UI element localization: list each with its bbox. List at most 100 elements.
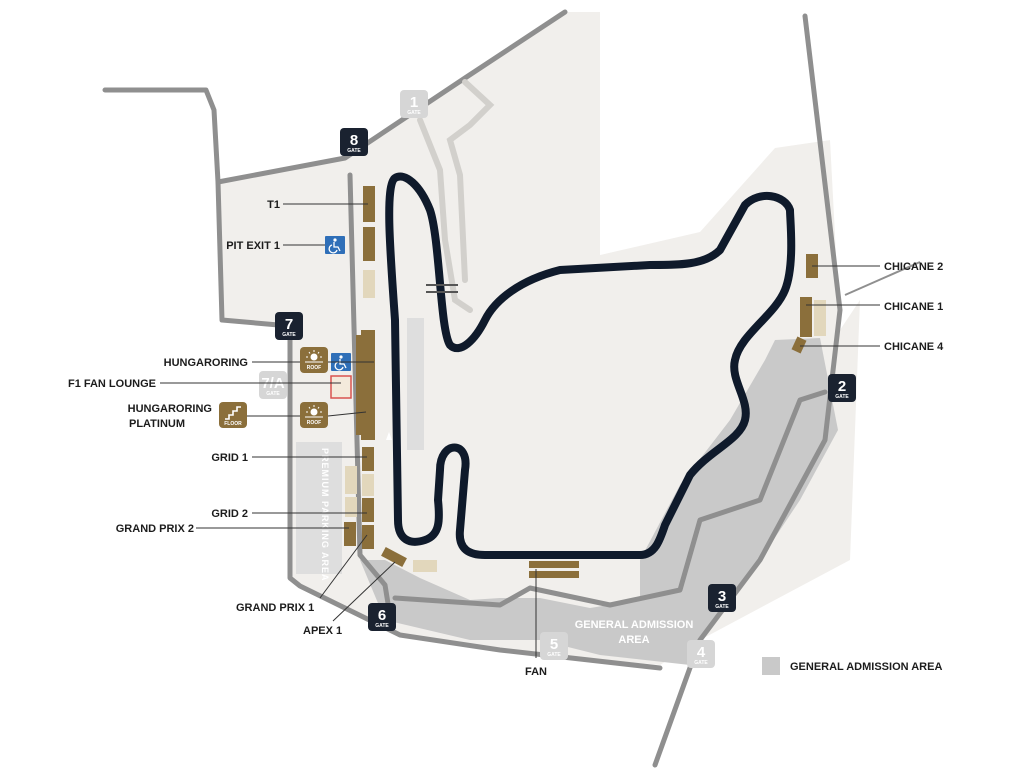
gate-7-box bbox=[275, 312, 303, 340]
label-hungaroring-platinum-2: PLATINUM bbox=[129, 418, 185, 430]
stand-grid-light-3 bbox=[345, 497, 357, 517]
gate-8-word: GATE bbox=[347, 148, 361, 154]
road-inner-west bbox=[287, 323, 663, 671]
gate-5-number: 5 bbox=[550, 636, 558, 653]
label-grand-prix-2: GRAND PRIX 2 bbox=[116, 523, 194, 535]
stand-grand-prix-1 bbox=[362, 525, 374, 549]
stand-grid-light-2 bbox=[362, 474, 374, 496]
label-grand-prix-1: GRAND PRIX 1 bbox=[236, 602, 314, 614]
gate-3-box bbox=[708, 584, 736, 612]
stand-grid-2 bbox=[362, 498, 374, 522]
gate-6-box bbox=[368, 603, 396, 631]
legend-label: GENERAL ADMISSION AREA bbox=[790, 661, 942, 673]
label-t1: T1 bbox=[267, 199, 280, 211]
general-admission-text-2: AREA bbox=[618, 634, 649, 646]
pit-building bbox=[407, 318, 424, 450]
gate-7a-box bbox=[259, 371, 287, 399]
sun-roof-icon: ROOF bbox=[300, 347, 328, 373]
stand-hungaroring-inner bbox=[356, 335, 362, 435]
gate-1-box bbox=[400, 90, 428, 118]
svg-text:FLOOR: FLOOR bbox=[224, 421, 242, 427]
stand-chicane-1-light bbox=[814, 300, 826, 336]
gate-3-number: 3 bbox=[718, 588, 726, 605]
gate-4-number: 4 bbox=[697, 644, 706, 661]
f1-fan-lounge-box bbox=[330, 375, 352, 399]
stand-hungaroring bbox=[361, 330, 375, 440]
gate-4-word: GATE bbox=[694, 660, 708, 666]
road-west bbox=[102, 87, 221, 185]
svg-text:ROOF: ROOF bbox=[307, 365, 321, 371]
label-chicane-4: CHICANE 4 bbox=[884, 341, 944, 353]
service-roads bbox=[417, 79, 495, 313]
stand-grand-prix-2 bbox=[344, 522, 356, 546]
stand-chicane-4 bbox=[791, 336, 807, 354]
race-track bbox=[385, 172, 796, 559]
premium-parking-label: PREMIUM PARKING AREA bbox=[320, 448, 330, 582]
label-apex-1: APEX 1 bbox=[303, 625, 342, 637]
stand-grid-light-1 bbox=[345, 466, 357, 494]
label-chicane-1: CHICANE 1 bbox=[884, 301, 943, 313]
label-pit-exit-1: PIT EXIT 1 bbox=[226, 240, 280, 252]
gate-1-word: GATE bbox=[407, 110, 421, 116]
road-inner-ga bbox=[392, 389, 828, 608]
general-admission-area bbox=[360, 338, 838, 665]
legend-swatch bbox=[762, 657, 780, 675]
label-grid-1: GRID 1 bbox=[211, 452, 248, 464]
gate-7-number: 7 bbox=[285, 316, 293, 333]
sun-roof-icon: ROOF bbox=[300, 402, 328, 428]
gate-6-number: 6 bbox=[378, 607, 386, 624]
stand-apex-light bbox=[413, 560, 437, 572]
label-chicane-2: CHICANE 2 bbox=[884, 261, 943, 273]
gate-2-box bbox=[828, 374, 856, 402]
gate-5-word: GATE bbox=[547, 652, 561, 658]
gate-2-number: 2 bbox=[838, 378, 846, 395]
stand-pit-exit-light bbox=[363, 270, 375, 298]
legend: GENERAL ADMISSION AREA bbox=[762, 657, 942, 675]
leader-lines bbox=[160, 203, 880, 658]
gate-8-box bbox=[340, 128, 368, 156]
start-marker bbox=[386, 432, 392, 440]
general-admission-text-1: GENERAL ADMISSION bbox=[575, 619, 694, 631]
chicane-connector bbox=[844, 261, 921, 296]
stairs-icon: FLOOR bbox=[219, 402, 247, 428]
gate-7a-word: GATE bbox=[266, 391, 280, 397]
gate-6-word: GATE bbox=[375, 623, 389, 629]
gate-3-word: GATE bbox=[715, 604, 729, 610]
stand-t1 bbox=[363, 186, 375, 222]
road-west-lower bbox=[215, 179, 293, 329]
label-fan: FAN bbox=[525, 666, 547, 678]
venue-ground-right bbox=[600, 12, 830, 255]
label-grid-2: GRID 2 bbox=[211, 508, 248, 520]
gate-8-number: 8 bbox=[350, 132, 358, 149]
stand-grid-1 bbox=[362, 447, 374, 471]
label-hungaroring-platinum-1: HUNGARORING bbox=[128, 403, 212, 415]
stand-chicane-1 bbox=[800, 297, 812, 337]
gates: 1GATE2GATE3GATE4GATE5GATE6GATE7GATE7/AGA… bbox=[259, 90, 856, 668]
label-hungaroring: HUNGARORING bbox=[164, 357, 248, 369]
stand-pit-exit-1 bbox=[363, 227, 375, 261]
premium-parking-area bbox=[296, 442, 342, 574]
gate-4-box bbox=[687, 640, 715, 668]
gate-1-number: 1 bbox=[410, 94, 418, 111]
gate-7-word: GATE bbox=[282, 332, 296, 338]
track-bridge bbox=[426, 284, 458, 293]
stand-fan-1 bbox=[529, 561, 579, 568]
stand-apex-1 bbox=[381, 546, 407, 568]
gate-2-word: GATE bbox=[835, 394, 849, 400]
gate-5-box bbox=[540, 632, 568, 660]
svg-text:ROOF: ROOF bbox=[307, 420, 321, 426]
stand-fan-2 bbox=[529, 571, 579, 578]
wheelchair-icon bbox=[325, 236, 345, 254]
stand-labels: T1 PIT EXIT 1 HUNGARORING F1 FAN LOUNGE … bbox=[68, 199, 944, 678]
label-f1-fan-lounge: F1 FAN LOUNGE bbox=[68, 378, 156, 390]
